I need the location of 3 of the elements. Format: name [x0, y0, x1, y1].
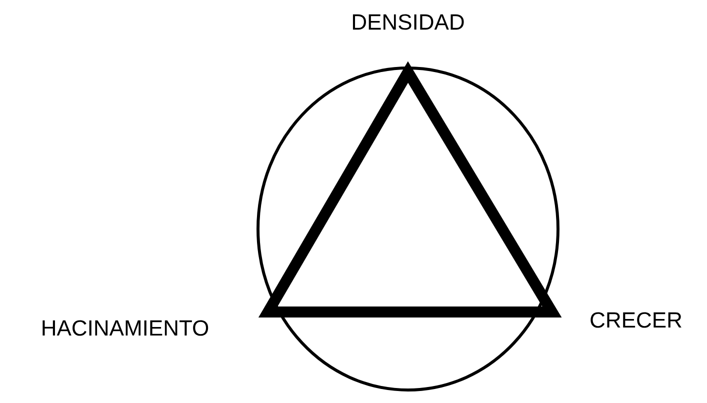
vertex-label: DENSIDAD — [352, 14, 464, 30]
vertex-label: HACINAMIENTO — [42, 320, 208, 336]
vertex-label: CRECER — [590, 312, 682, 328]
